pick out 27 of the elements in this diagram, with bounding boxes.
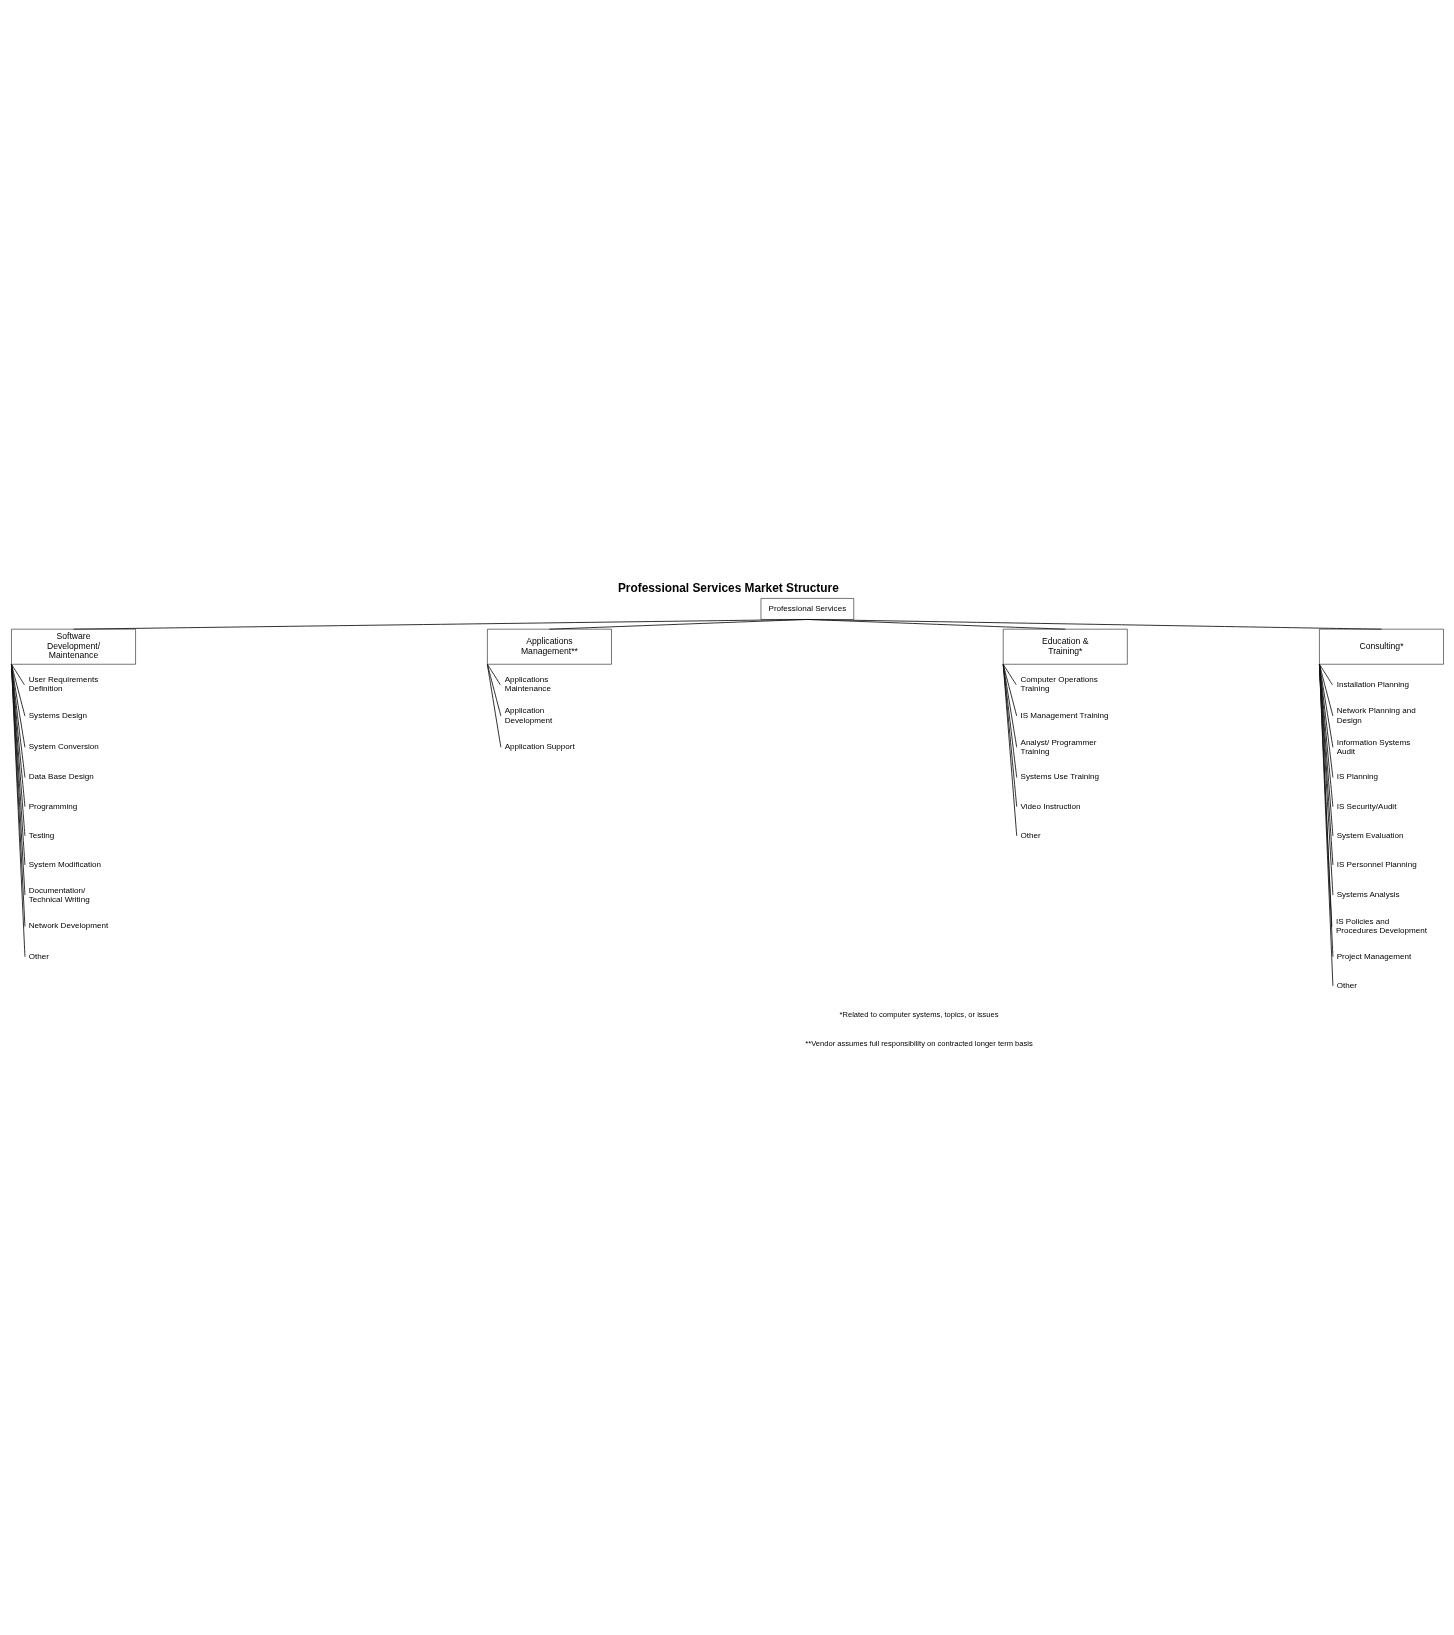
connector [806, 619, 1382, 630]
connector [10, 664, 25, 748]
connector [1002, 664, 1017, 778]
node-box: Applications Management** [486, 628, 612, 665]
connector [72, 619, 808, 630]
connector [1318, 664, 1333, 778]
connector [1002, 664, 1017, 808]
connector [1318, 664, 1333, 808]
node-box: Education & Training* [1002, 628, 1128, 665]
connector [486, 664, 501, 748]
connector [10, 664, 25, 717]
connector [806, 619, 1066, 630]
diagram-title: Professional Services Market Structure [617, 581, 839, 596]
connector [1002, 663, 1017, 686]
connector [10, 664, 25, 778]
connector [1002, 664, 1017, 837]
connector [1318, 663, 1333, 686]
connector [10, 663, 25, 686]
node-box: Consulting* [1318, 628, 1444, 665]
connector [486, 664, 501, 717]
connector [1318, 664, 1333, 748]
connector [1318, 664, 1333, 717]
connector [1002, 664, 1017, 717]
connector [1002, 664, 1017, 748]
node-box: Software Development/ Maintenance [10, 628, 136, 665]
connector [486, 663, 501, 686]
connector [10, 664, 25, 808]
